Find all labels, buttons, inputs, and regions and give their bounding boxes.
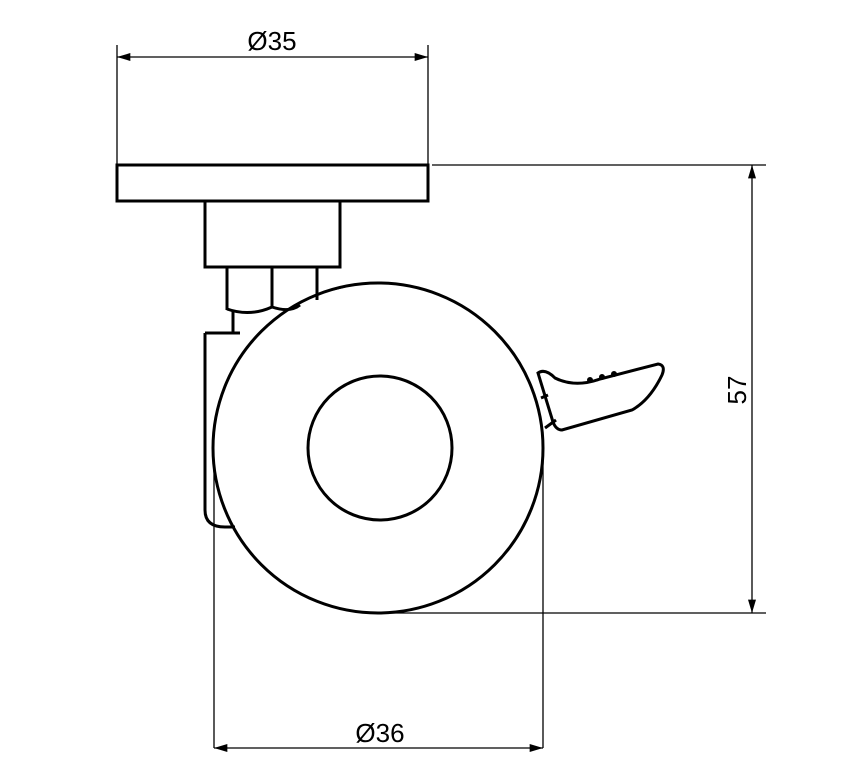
wheel-hub xyxy=(306,374,454,522)
dimension-label-wheel: Ø36 xyxy=(355,718,404,748)
fork-bracket xyxy=(203,331,240,529)
wheel xyxy=(211,281,545,615)
dimension-label-height: 57 xyxy=(722,376,752,405)
brake-lever xyxy=(536,362,665,432)
hex-nut xyxy=(225,267,346,333)
dimension-total-height: 57 xyxy=(380,164,766,614)
stem-block xyxy=(203,199,342,269)
dimension-plate-diameter: Ø35 xyxy=(116,26,429,165)
dimension-wheel-diameter: Ø36 xyxy=(213,718,544,752)
mounting-plate xyxy=(115,163,430,203)
dimension-label-plate: Ø35 xyxy=(247,26,296,56)
